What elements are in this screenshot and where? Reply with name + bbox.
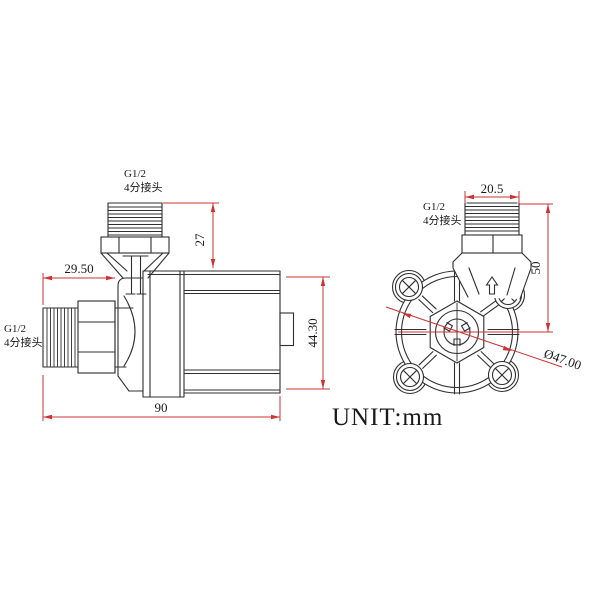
front-port-label-1: G1/2: [423, 201, 445, 213]
front-view: 20.5 50 Ø47.00 G1/2 4分接头: [385, 181, 583, 395]
dim-inlet-offset: 29.50: [64, 261, 93, 276]
side-view: 29.50 27 90 44.30 G1/2 4分接头 G1/2 4分接头: [4, 168, 330, 421]
front-top-port: [452, 202, 532, 300]
thread-ridges-icon: [464, 206, 520, 232]
screw-bottom-left: [395, 362, 425, 392]
dim-body-height: 44.30: [305, 318, 320, 347]
dim-thread-od: 20.5: [481, 181, 504, 196]
volute-curve: [123, 295, 136, 367]
side-left-port-label-2: 4分接头: [4, 336, 43, 349]
thread-ridges-icon: [46, 307, 76, 368]
side-left-port-label-1: G1/2: [4, 323, 26, 335]
side-pump-head: [117, 270, 185, 398]
side-left-port: [42, 300, 134, 374]
hex-nut: [77, 300, 116, 374]
side-motor-body: [142, 270, 295, 394]
hex-nut: [461, 234, 523, 254]
side-top-port: [100, 202, 170, 295]
dim-overall-length: 90: [155, 400, 168, 415]
flow-direction-arrow-icon: [485, 276, 499, 295]
side-top-port-label-2: 4分接头: [124, 181, 163, 194]
side-view-dimensions: 29.50 27 90 44.30: [42, 202, 330, 421]
side-top-port-label-1: G1/2: [124, 168, 146, 180]
screw-top-left: [394, 272, 424, 302]
dim-port-height: 27: [192, 233, 207, 247]
cable-tab: [279, 312, 295, 347]
thread-ridges-icon: [107, 206, 163, 236]
unit-note: UNIT:mm: [332, 404, 443, 431]
housing-ribs: [394, 269, 520, 395]
dim-housing-dia: Ø47.00: [542, 346, 583, 373]
dim-port-to-center: 50: [528, 262, 543, 275]
screw-bottom-right: [487, 360, 517, 390]
hex-nut: [100, 236, 170, 254]
front-port-label-2: 4分接头: [423, 214, 462, 227]
